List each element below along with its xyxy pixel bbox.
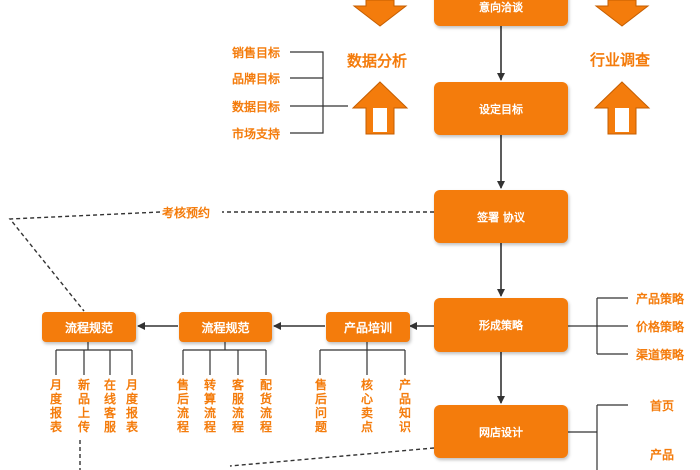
store-bracket xyxy=(568,404,628,470)
goal-item: 数据目标 xyxy=(232,100,281,114)
intention-box[interactable]: 意向洽谈 xyxy=(434,0,568,26)
goal-item: 品牌目标 xyxy=(232,72,281,86)
strategy-item: 价格策略 xyxy=(636,320,685,334)
set-goal-box[interactable]: 设定目标 xyxy=(434,82,568,135)
training-item: 产品知识 xyxy=(398,378,411,434)
strategy-bracket xyxy=(568,297,628,355)
process-mid-item: 售后流程 xyxy=(176,378,189,434)
store-item: 首页 xyxy=(650,399,675,413)
store-dashed-line xyxy=(229,447,435,467)
sign-agreement-box[interactable]: 签署 协议 xyxy=(434,190,568,243)
process-left-item: 在线客服 xyxy=(103,378,116,434)
strategy-item: 产品策略 xyxy=(636,292,685,306)
store-item: 产品 xyxy=(650,448,675,462)
data-analysis-label: 数据分析 xyxy=(347,52,408,70)
assessment-dashed-line xyxy=(8,211,434,312)
process-standard-left-box[interactable]: 流程规范 xyxy=(42,312,136,342)
industry-survey-label: 行业调查 xyxy=(590,51,651,69)
process-left-item: 新品上传 xyxy=(77,378,90,434)
down-arrow-left xyxy=(352,0,408,27)
process-mid-item: 配货流程 xyxy=(259,378,272,434)
down-arrow-right xyxy=(594,0,650,27)
process-standard-mid-box[interactable]: 流程规范 xyxy=(179,312,272,342)
goal-item: 市场支持 xyxy=(232,127,281,141)
process-left-item: 月度报表 xyxy=(125,378,138,434)
process-mid-item: 客服流程 xyxy=(231,378,244,434)
assessment-label: 考核预约 xyxy=(162,206,211,220)
form-strategy-box[interactable]: 形成策略 xyxy=(434,298,568,352)
process-mid-tree xyxy=(182,342,267,375)
product-training-box[interactable]: 产品培训 xyxy=(326,312,410,342)
strategy-item: 渠道策略 xyxy=(636,348,685,362)
training-item: 核心卖点 xyxy=(360,378,373,434)
process-mid-item: 转算流程 xyxy=(203,378,216,434)
training-tree xyxy=(319,342,406,375)
store-design-box[interactable]: 网店设计 xyxy=(434,405,568,458)
process-left-tree xyxy=(55,342,133,375)
process-left-item: 月度报表 xyxy=(49,378,62,434)
training-item: 售后问题 xyxy=(314,378,327,434)
goal-bracket xyxy=(290,51,348,134)
goal-item: 销售目标 xyxy=(232,46,281,60)
